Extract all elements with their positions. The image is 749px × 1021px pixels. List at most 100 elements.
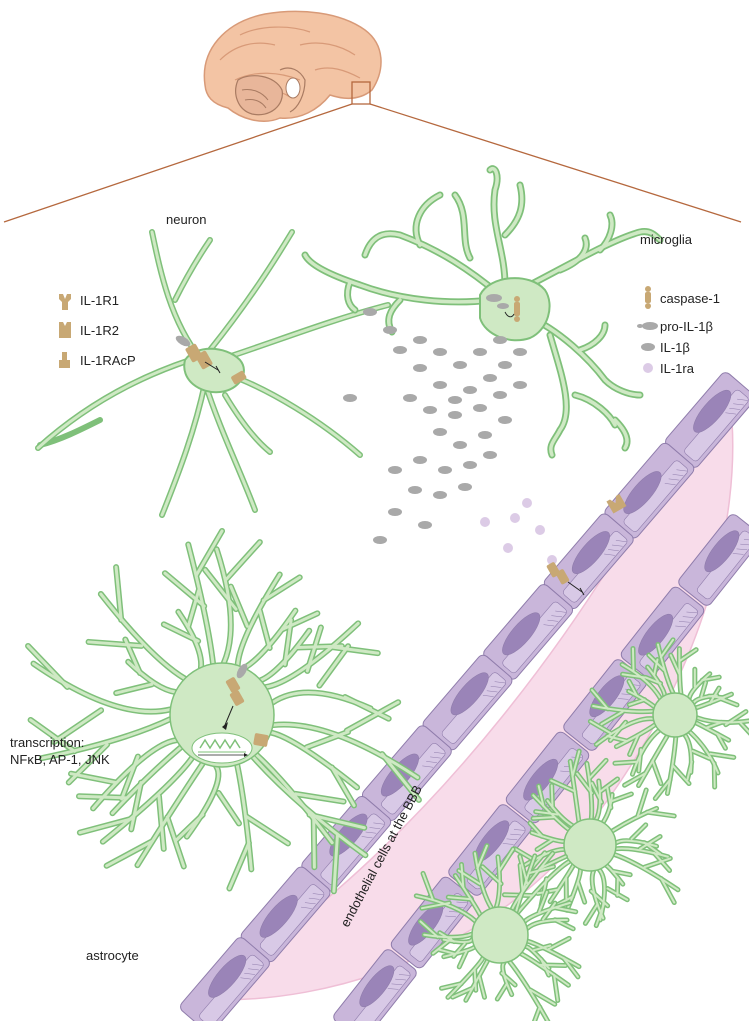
legend-receptors: IL-1R1 IL-1R2 IL-1RAcP — [59, 293, 136, 368]
il-1ra-particles — [480, 498, 557, 565]
il-1b-particle — [403, 394, 417, 402]
il-1b-particle — [388, 508, 402, 516]
il-1b-particle — [478, 431, 492, 439]
il-1b-particle — [433, 381, 447, 389]
il-1b-particle — [513, 348, 527, 356]
astrocyte-soma — [652, 692, 698, 738]
il-1b-particle — [383, 326, 397, 334]
caspase-1-legend-item: caspase-1 — [645, 286, 720, 309]
endothelial-nucleus — [638, 613, 674, 656]
endothelial-cell — [333, 949, 417, 1021]
il-1ra-icon — [643, 363, 653, 373]
endothelial-nucleus — [450, 672, 489, 716]
il-1r2-legend-item: IL-1R2 — [59, 322, 119, 338]
il-1b-particle — [493, 391, 507, 399]
endothelial-nucleus — [502, 612, 541, 656]
svg-text:caspase-1: caspase-1 — [660, 291, 720, 306]
il-1b-particle — [438, 466, 452, 474]
il-1b-particle — [343, 394, 357, 402]
il-1b-particle — [453, 441, 467, 449]
il-1b-particle — [473, 404, 487, 412]
astrocyte-cell — [25, 528, 422, 895]
microglia-inflammasome — [486, 294, 520, 322]
microglia-label: microglia — [640, 232, 693, 247]
il-1b-particle — [463, 386, 477, 394]
il-1b-particle — [483, 451, 497, 459]
il-1b-particle — [453, 361, 467, 369]
endothelial-cell — [665, 372, 749, 468]
il-1ra-legend-item: IL-1ra — [643, 361, 695, 376]
il-1b-particle — [413, 336, 427, 344]
il-1b-icon — [641, 343, 655, 351]
endothelial-nucleus — [704, 530, 740, 573]
astrocyte-soma — [471, 906, 529, 964]
il-1r1-legend-item: IL-1R1 — [59, 293, 119, 310]
endothelial-cell — [678, 514, 749, 606]
il-1b-particle — [433, 428, 447, 436]
endothelial-receptors — [546, 493, 627, 596]
il-1b-particle — [388, 466, 402, 474]
astrocyte-soma — [563, 818, 617, 872]
endothelial-cell — [240, 866, 331, 963]
svg-text:IL-1R1: IL-1R1 — [80, 293, 119, 308]
il-1b-particle — [433, 491, 447, 499]
endothelial-nucleus — [208, 954, 247, 998]
il-1b-particle — [448, 396, 462, 404]
endothelial-cell — [620, 586, 705, 679]
neuron-receptors — [175, 335, 247, 385]
endothelial-nucleus — [623, 471, 662, 514]
zoom-line-right — [369, 103, 742, 223]
svg-text:IL-1ra: IL-1ra — [660, 361, 695, 376]
endothelial-wall-upper — [180, 372, 749, 1021]
il-1b-particle — [493, 336, 507, 344]
transcription-factors-label: NFκB, AP-1, JNK — [10, 752, 110, 767]
endothelial-nucleus — [571, 531, 610, 574]
il-1racp-icon — [59, 352, 70, 368]
il-1b-particle — [473, 348, 487, 356]
endothelial-nucleus — [523, 758, 559, 801]
il-1ra-particle — [510, 513, 520, 523]
pro-il-1b-icon — [637, 322, 658, 330]
brain-illustration — [203, 10, 382, 122]
endothelial-cell — [604, 442, 695, 539]
il-1b-particle — [458, 483, 472, 491]
svg-text:IL-1R2: IL-1R2 — [80, 323, 119, 338]
il-1b-particle — [498, 416, 512, 424]
il-1b-particle — [393, 346, 407, 354]
perivascular-astrocytes — [413, 637, 749, 1021]
neuron-label: neuron — [166, 212, 206, 227]
il-1b-particle — [363, 308, 377, 316]
il-1ra-particle — [522, 498, 532, 508]
endothelial-cell — [422, 654, 513, 751]
il-1b-particle — [448, 411, 462, 419]
il-1b-particle — [373, 536, 387, 544]
caspase-1-icon — [645, 286, 651, 309]
svg-text:IL-1β: IL-1β — [660, 340, 690, 355]
il-1b-particle — [413, 456, 427, 464]
zoom-box — [351, 81, 371, 105]
il-1b-particle — [513, 381, 527, 389]
il-1b-particle — [463, 461, 477, 469]
astrocyte-label: astrocyte — [86, 948, 139, 963]
neuron-cell — [35, 229, 391, 518]
il-1racp-legend-item: IL-1RAcP — [59, 352, 136, 368]
il-1b-particle — [423, 406, 437, 414]
il-1b-particle — [418, 521, 432, 529]
legend-cytokines: caspase-1 pro-IL-1β IL-1β IL-1ra — [637, 286, 720, 376]
il-1ra-particle — [535, 525, 545, 535]
endothelial-cell — [543, 513, 634, 610]
pro-il-1b-legend-item: pro-IL-1β — [637, 319, 713, 334]
endothelial-nucleus — [259, 894, 298, 938]
il-1b-particle — [483, 374, 497, 382]
il-1b-particle — [408, 486, 422, 494]
il-1b-particle — [498, 361, 512, 369]
endothelial-nucleus — [359, 965, 395, 1008]
zoom-line-left — [3, 103, 353, 223]
svg-text:pro-IL-1β: pro-IL-1β — [660, 319, 713, 334]
il-1b-particle — [433, 348, 447, 356]
il-1b-particles — [343, 308, 527, 544]
il-1ra-particle — [503, 543, 513, 553]
svg-text:IL-1RAcP: IL-1RAcP — [80, 353, 136, 368]
il-1r2-icon — [59, 322, 71, 338]
